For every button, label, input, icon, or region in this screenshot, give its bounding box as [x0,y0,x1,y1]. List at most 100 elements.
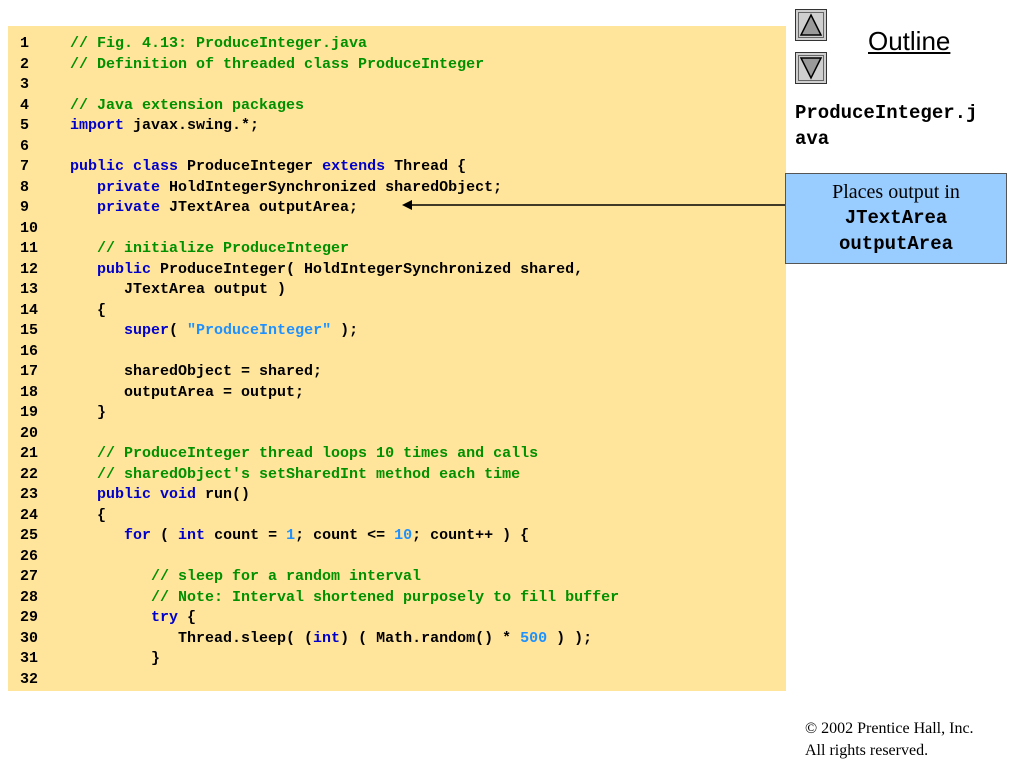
copyright-line-1: © 2002 Prentice Hall, Inc. [805,720,974,737]
code-text: JTextArea output ) [70,281,287,298]
code-line: 11 // initialize ProduceInteger [8,239,786,259]
line-number: 13 [20,281,39,298]
copyright: © 2002 Prentice Hall, Inc. All rights re… [805,718,974,762]
code-line: 8 private HoldIntegerSynchronized shared… [8,178,786,198]
code-text: public class ProduceInteger extends Thre… [70,158,467,175]
line-number: 5 [20,117,30,134]
code-line: 1 // Fig. 4.13: ProduceInteger.java [8,34,786,54]
line-number: 4 [20,96,30,114]
code-text: public void run() [97,486,251,503]
line-number: 29 [20,609,39,626]
line-number: 21 [20,445,39,462]
line-number: 15 [20,322,39,339]
code-line: 23 public void run() [8,485,786,505]
line-number: 8 [20,178,30,196]
code-text: private HoldIntegerSynchronized sharedOb… [97,178,503,196]
code-line: 13 JTextArea output ) [8,280,786,300]
code-line: 20 [8,424,786,444]
code-text: public ProduceInteger( HoldIntegerSynchr… [97,260,584,278]
code-line: 22 // sharedObject's setSharedInt method… [8,465,786,485]
line-number: 1 [20,35,30,52]
code-text: { [70,506,107,524]
code-text: // Fig. 4.13: ProduceInteger.java [70,35,368,52]
code-line: 18 outputArea = output; [8,383,786,403]
next-slide-button[interactable] [795,52,827,84]
code-line: 12 public ProduceInteger( HoldIntegerSyn… [8,260,786,280]
code-text: // Definition of threaded class ProduceI… [70,55,485,73]
code-text: try { [151,609,197,626]
code-line: 21 // ProduceInteger thread loops 10 tim… [8,444,786,464]
code-line: 6 [8,137,786,157]
code-text: // sharedObject's setSharedInt method ea… [97,465,521,483]
line-number: 18 [20,383,39,401]
triangle-down-icon [799,57,823,80]
code-line: 19 } [8,403,786,423]
code-text: import javax.swing.*; [70,117,260,134]
code-text: } [70,650,161,667]
code-text: // Java extension packages [70,96,305,114]
outline-title[interactable]: Outline [868,26,951,56]
code-line: 31 } [8,649,786,669]
code-line: 29 try { [8,608,786,628]
line-number: 22 [20,465,39,483]
code-text: Thread.sleep( (int) ( Math.random() * 50… [70,629,593,647]
code-line: 28 // Note: Interval shortened purposely… [8,588,786,608]
line-number: 11 [20,240,39,257]
code-line: 30 Thread.sleep( (int) ( Math.random() *… [8,629,786,649]
code-listing: 1 // Fig. 4.13: ProduceInteger.java 2 // De… [8,26,786,691]
code-text: // Note: Interval shortened purposely to… [151,588,620,606]
line-number: 31 [20,650,39,667]
code-text: sharedObject = shared; [70,363,323,380]
line-number: 24 [20,506,39,524]
code-line: 5 import javax.swing.*; [8,116,786,136]
code-line: 14 { [8,301,786,321]
code-line: 10 [8,219,786,239]
line-number: 2 [20,55,30,73]
code-line: 24 { [8,506,786,526]
code-line: 27 // sleep for a random interval [8,567,786,587]
copyright-line-2: All rights reserved. [805,742,929,759]
code-text: // ProduceInteger thread loops 10 times … [97,445,539,462]
previous-slide-button[interactable] [795,9,827,41]
line-number: 3 [20,76,30,93]
code-line: 2 // Definition of threaded class Produce… [8,55,786,75]
line-number: 12 [20,260,39,278]
line-number: 7 [20,158,30,175]
code-text: super( "ProduceInteger" ); [124,322,359,339]
line-number: 10 [20,219,39,237]
code-line: 15 super( "ProduceInteger" ); [8,321,786,341]
code-line: 4 // Java extension packages [8,96,786,116]
code-text: private JTextArea outputArea; [97,199,359,216]
line-number: 32 [20,670,39,688]
code-text: outputArea = output; [70,383,305,401]
code-line: 9 private JTextArea outputArea; [8,198,786,218]
code-line: 7 public class ProduceInteger extends Thr… [8,157,786,177]
line-number: 26 [20,547,39,565]
line-number: 16 [20,342,39,360]
code-text: // initialize ProduceInteger [97,240,350,257]
line-number: 23 [20,486,39,503]
code-line: 3 [8,75,786,95]
code-line: 17 sharedObject = shared; [8,362,786,382]
callout-text: Places output in [832,181,960,203]
triangle-up-icon [799,13,823,36]
callout-box: Places output in JTextArea outputArea [785,173,1007,264]
line-number: 14 [20,301,39,319]
file-name: ProduceInteger.j ava [795,102,978,150]
line-number: 28 [20,588,39,606]
line-number: 19 [20,404,39,421]
code-text: { [70,301,107,319]
code-text: for ( int count = 1; count <= 10; count+… [124,527,530,544]
code-line: 16 [8,342,786,362]
code-line: 32 [8,670,786,690]
line-number: 27 [20,568,39,585]
callout-code-2: outputArea [838,233,954,255]
code-text: } [70,404,107,421]
line-number: 9 [20,199,30,216]
line-number: 6 [20,137,30,155]
line-number: 20 [20,424,39,442]
code-text: // sleep for a random interval [151,568,422,585]
line-number: 25 [20,527,39,544]
callout-code-1: JTextArea [844,207,948,229]
